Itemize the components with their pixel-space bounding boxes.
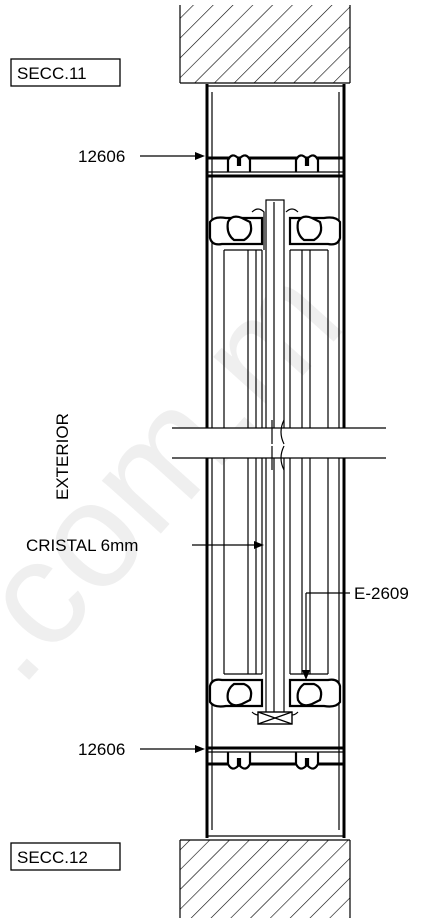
section-top-label: SECC.11 bbox=[17, 64, 87, 83]
callout-profile-top: 12606 bbox=[78, 147, 205, 166]
break-lines bbox=[172, 419, 386, 471]
sash-verticals bbox=[223, 250, 329, 674]
wall-top-hatch bbox=[179, 5, 351, 84]
bottom-frame-clips bbox=[226, 752, 320, 770]
setting-block bbox=[257, 711, 293, 725]
outer-frame bbox=[205, 84, 346, 838]
top-frame-clips bbox=[226, 154, 320, 172]
exterior-label: EXTERIOR bbox=[53, 413, 72, 500]
callout-glass: CRISTAL 6mm bbox=[26, 536, 264, 555]
bottom-sash-profile bbox=[208, 673, 342, 716]
section-top-box: SECC.11 bbox=[10, 58, 121, 87]
profile-bottom-label: 12606 bbox=[78, 740, 125, 759]
callout-gasket: E-2609 bbox=[302, 584, 409, 680]
glass-label: CRISTAL 6mm bbox=[26, 536, 138, 555]
gasket-label: E-2609 bbox=[354, 584, 409, 603]
section-bottom-box: SECC.12 bbox=[10, 842, 121, 871]
profile-top-label: 12606 bbox=[78, 147, 125, 166]
wall-bottom-hatch bbox=[179, 839, 351, 918]
section-bottom-label: SECC.12 bbox=[17, 848, 88, 867]
callout-profile-bottom: 12606 bbox=[78, 740, 205, 759]
top-sash-profile bbox=[208, 208, 342, 251]
